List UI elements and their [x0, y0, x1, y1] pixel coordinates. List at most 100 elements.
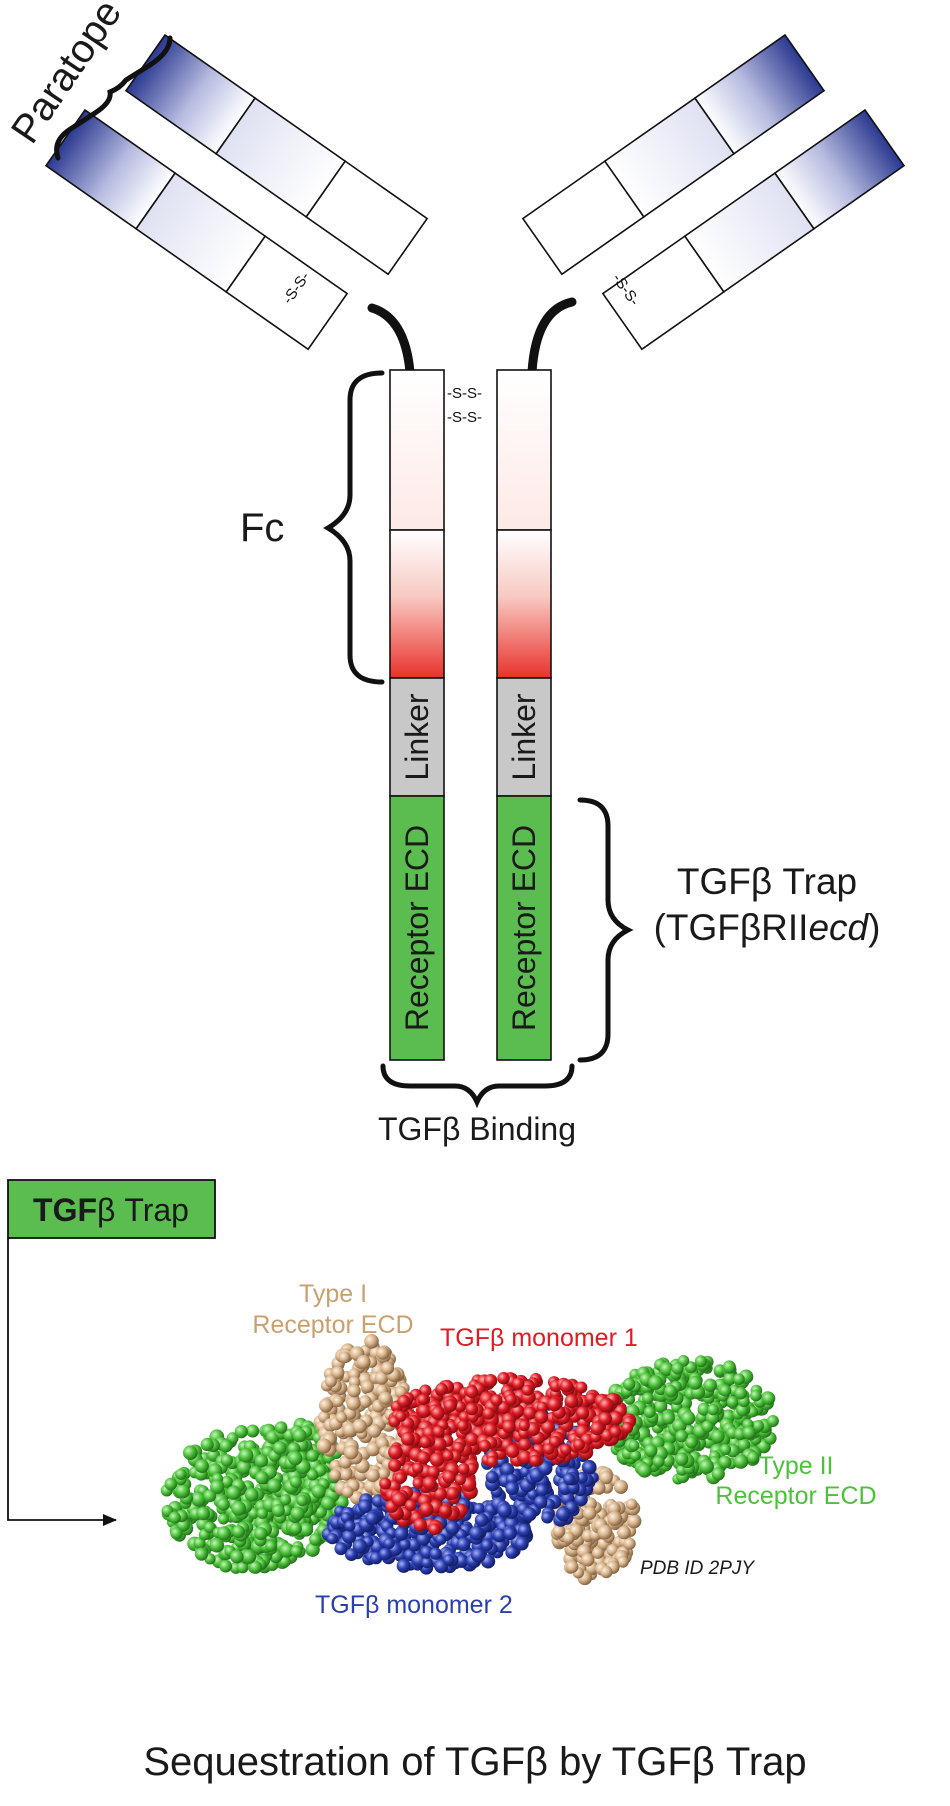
atom-sphere: [608, 1411, 623, 1426]
atom-sphere: [514, 1536, 529, 1551]
atom-sphere: [318, 1398, 333, 1413]
atom-sphere: [237, 1460, 252, 1475]
fc-brace: [323, 370, 385, 685]
atom-sphere: [481, 1539, 493, 1552]
trap-title: TGFβ Trap: [677, 861, 857, 902]
atom-sphere: [299, 1522, 314, 1537]
atom-sphere: [244, 1487, 259, 1502]
atom-sphere: [685, 1436, 698, 1449]
atom-sphere: [216, 1526, 231, 1541]
atom-sphere: [576, 1406, 590, 1420]
atom-sphere: [265, 1540, 277, 1552]
atom-sphere: [518, 1450, 532, 1464]
atom-sphere: [433, 1487, 447, 1501]
atom-sphere: [376, 1346, 390, 1360]
left-fc-chain: [389, 369, 445, 679]
atom-sphere: [722, 1360, 736, 1374]
atom-sphere: [737, 1438, 751, 1451]
atom-sphere: [419, 1435, 432, 1449]
atom-sphere: [435, 1382, 448, 1396]
atom-sphere: [191, 1491, 207, 1507]
atom-sphere: [629, 1450, 641, 1461]
atom-sphere: [458, 1411, 471, 1423]
atom-sphere: [391, 1491, 407, 1507]
atom-sphere: [522, 1507, 537, 1522]
atom-sphere: [617, 1555, 629, 1568]
atom-sphere: [431, 1406, 445, 1420]
atom-sphere: [348, 1376, 361, 1388]
atom-sphere: [627, 1513, 642, 1529]
atom-sphere: [439, 1504, 452, 1517]
atom-sphere: [648, 1375, 663, 1390]
atom-sphere: [599, 1470, 613, 1485]
atom-sphere: [217, 1513, 229, 1525]
atom-sphere: [541, 1420, 555, 1434]
atom-sphere: [343, 1445, 359, 1460]
atom-sphere: [512, 1377, 525, 1390]
atom-sphere: [598, 1397, 614, 1413]
atom-sphere: [485, 1470, 499, 1484]
right-linker-label: Linker: [506, 693, 542, 781]
atom-sphere: [543, 1443, 555, 1455]
atom-sphere: [688, 1375, 703, 1390]
atom-sphere: [396, 1558, 411, 1573]
atom-sphere: [465, 1432, 479, 1447]
trap-subtitle: (TGFβRIIecd): [654, 907, 881, 948]
atom-sphere: [659, 1362, 674, 1376]
atom-sphere: [428, 1523, 441, 1536]
atom-sphere: [239, 1448, 254, 1463]
atom-sphere: [241, 1549, 257, 1564]
atom-sphere: [556, 1506, 571, 1522]
atom-sphere: [613, 1479, 629, 1494]
atom-sphere: [626, 1498, 638, 1510]
right-fab-arm: -S-S-: [521, 33, 906, 351]
atom-sphere: [338, 1351, 351, 1364]
atom-sphere: [750, 1389, 762, 1402]
atom-sphere: [497, 1503, 512, 1518]
atom-sphere: [413, 1518, 427, 1532]
right-linker: Linker: [496, 677, 552, 797]
atom-sphere: [609, 1425, 622, 1438]
atom-sphere: [591, 1481, 606, 1495]
atom-sphere: [279, 1542, 295, 1558]
atom-sphere: [623, 1377, 636, 1391]
right-hinge: [527, 297, 577, 377]
atom-sphere: [457, 1420, 469, 1432]
atom-sphere: [478, 1439, 491, 1452]
atom-sphere: [752, 1420, 765, 1432]
atom-sphere: [203, 1489, 217, 1503]
atom-sphere: [427, 1465, 440, 1479]
left-hinge: [367, 303, 415, 377]
atom-sphere: [471, 1547, 486, 1563]
atom-sphere: [652, 1455, 665, 1468]
atom-sphere: [560, 1444, 572, 1456]
atom-sphere: [733, 1454, 749, 1469]
type1-label-line1: Type I: [299, 1280, 367, 1308]
atom-sphere: [582, 1461, 596, 1474]
atom-sphere: [473, 1502, 485, 1515]
atom-sphere: [309, 1533, 322, 1546]
atom-sphere: [680, 1410, 696, 1426]
atom-sphere: [289, 1475, 302, 1489]
atom-sphere: [170, 1527, 183, 1540]
atom-sphere: [380, 1361, 395, 1375]
atom-sphere: [607, 1511, 623, 1526]
atom-sphere: [762, 1391, 776, 1405]
atom-sphere: [356, 1355, 371, 1369]
atom-sphere: [248, 1507, 260, 1519]
atom-sphere: [446, 1486, 460, 1500]
atom-sphere: [366, 1468, 380, 1483]
atom-sphere: [518, 1438, 532, 1451]
atom-sphere: [417, 1393, 429, 1406]
trap-subtitle-suffix: ): [868, 907, 880, 948]
atom-sphere: [332, 1395, 344, 1407]
atom-sphere: [335, 1411, 347, 1423]
trap-legend-box: TGFβ Trap: [7, 1179, 216, 1239]
atom-sphere: [219, 1559, 233, 1573]
atom-sphere: [442, 1470, 456, 1484]
atom-sphere: [254, 1454, 269, 1468]
type2-label-line2: Receptor ECD: [715, 1482, 876, 1510]
atom-sphere: [518, 1419, 530, 1432]
type1-label-line2: Receptor ECD: [252, 1311, 413, 1339]
atom-sphere: [671, 1362, 684, 1375]
